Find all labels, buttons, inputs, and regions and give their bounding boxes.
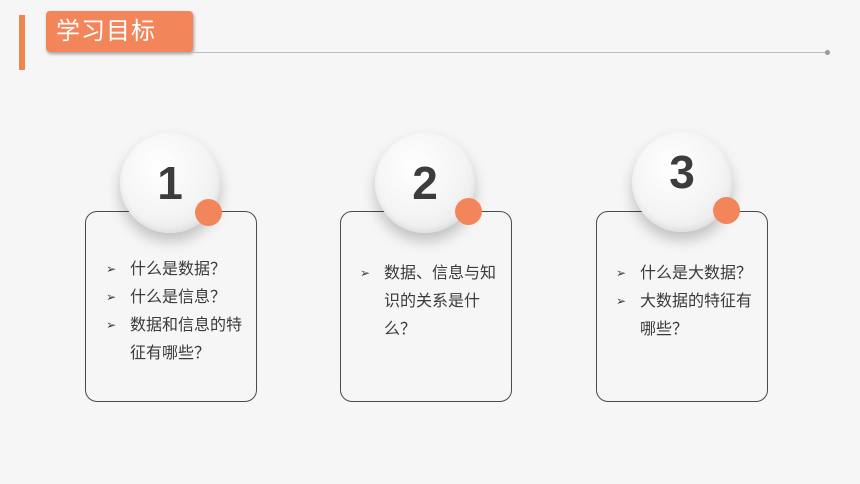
goal-card-3 <box>596 211 768 402</box>
number-badge-3: 3 <box>632 132 732 232</box>
list-item: ➢什么是大数据？ <box>616 259 764 287</box>
arrowhead-bullet-icon: ➢ <box>616 266 627 280</box>
list-item: ➢大数据的特征有哪些？ <box>616 287 764 343</box>
accent-dot-3 <box>713 197 740 224</box>
list-item: ➢数据、信息与知识的关系是什么？ <box>360 259 504 343</box>
header-accent-bar <box>19 15 25 70</box>
number-label-2: 2 <box>412 157 438 209</box>
bullet-list-1: ➢什么是数据？ ➢什么是信息？ ➢数据和信息的特征有哪些？ <box>106 255 245 367</box>
goal-card-1 <box>85 211 257 402</box>
list-item: ➢数据和信息的特征有哪些？ <box>106 311 245 367</box>
list-item: ➢什么是数据？ <box>106 255 245 283</box>
accent-dot-1 <box>195 199 222 226</box>
accent-dot-2 <box>455 198 482 225</box>
header-divider-dot <box>825 50 830 55</box>
arrowhead-bullet-icon: ➢ <box>106 262 117 276</box>
arrowhead-bullet-icon: ➢ <box>106 290 117 304</box>
list-item: ➢什么是信息？ <box>106 283 245 311</box>
number-badge-1: 1 <box>120 133 220 233</box>
number-label-3: 3 <box>669 146 695 198</box>
arrowhead-bullet-icon: ➢ <box>616 294 627 308</box>
arrowhead-bullet-icon: ➢ <box>360 266 371 280</box>
arrowhead-bullet-icon: ➢ <box>106 318 117 332</box>
bullet-list-3: ➢什么是大数据？ ➢大数据的特征有哪些？ <box>616 259 764 343</box>
page-title: 学习目标 <box>46 11 193 52</box>
bullet-list-2: ➢数据、信息与知识的关系是什么？ <box>360 259 504 343</box>
number-label-1: 1 <box>157 157 183 209</box>
header-divider <box>193 52 827 53</box>
